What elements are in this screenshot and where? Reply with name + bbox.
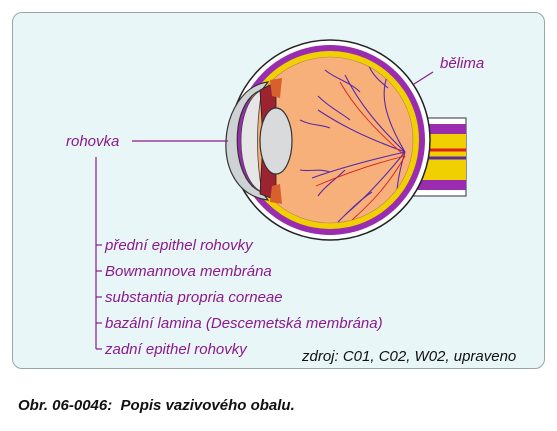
cornea bbox=[225, 81, 270, 201]
layer-substantia-propria: substantia propria corneae bbox=[105, 289, 283, 306]
ciliary-body-lower bbox=[270, 184, 282, 204]
source-note: zdroj: C01, C02, W02, upraveno bbox=[301, 348, 516, 365]
lens bbox=[259, 107, 293, 175]
figure-caption: Obr. 06-0046: Popis vazivového obalu. bbox=[18, 397, 295, 414]
layer-descemet-membrane: bazální lamina (Descemetská membrána) bbox=[105, 315, 383, 332]
layer-posterior-epithelium: zadní epithel rohovky bbox=[104, 341, 248, 358]
ciliary-body-upper bbox=[270, 78, 282, 98]
anterior-segment bbox=[225, 78, 293, 204]
label-sclera: bělima bbox=[440, 55, 484, 72]
leader-lines bbox=[95, 71, 434, 350]
retinal-arteries bbox=[315, 81, 406, 221]
layer-bowman-membrane: Bowmannova membrána bbox=[105, 263, 272, 280]
label-cornea: rohovka bbox=[66, 133, 119, 150]
layer-anterior-epithelium: přední epithel rohovky bbox=[104, 237, 254, 254]
